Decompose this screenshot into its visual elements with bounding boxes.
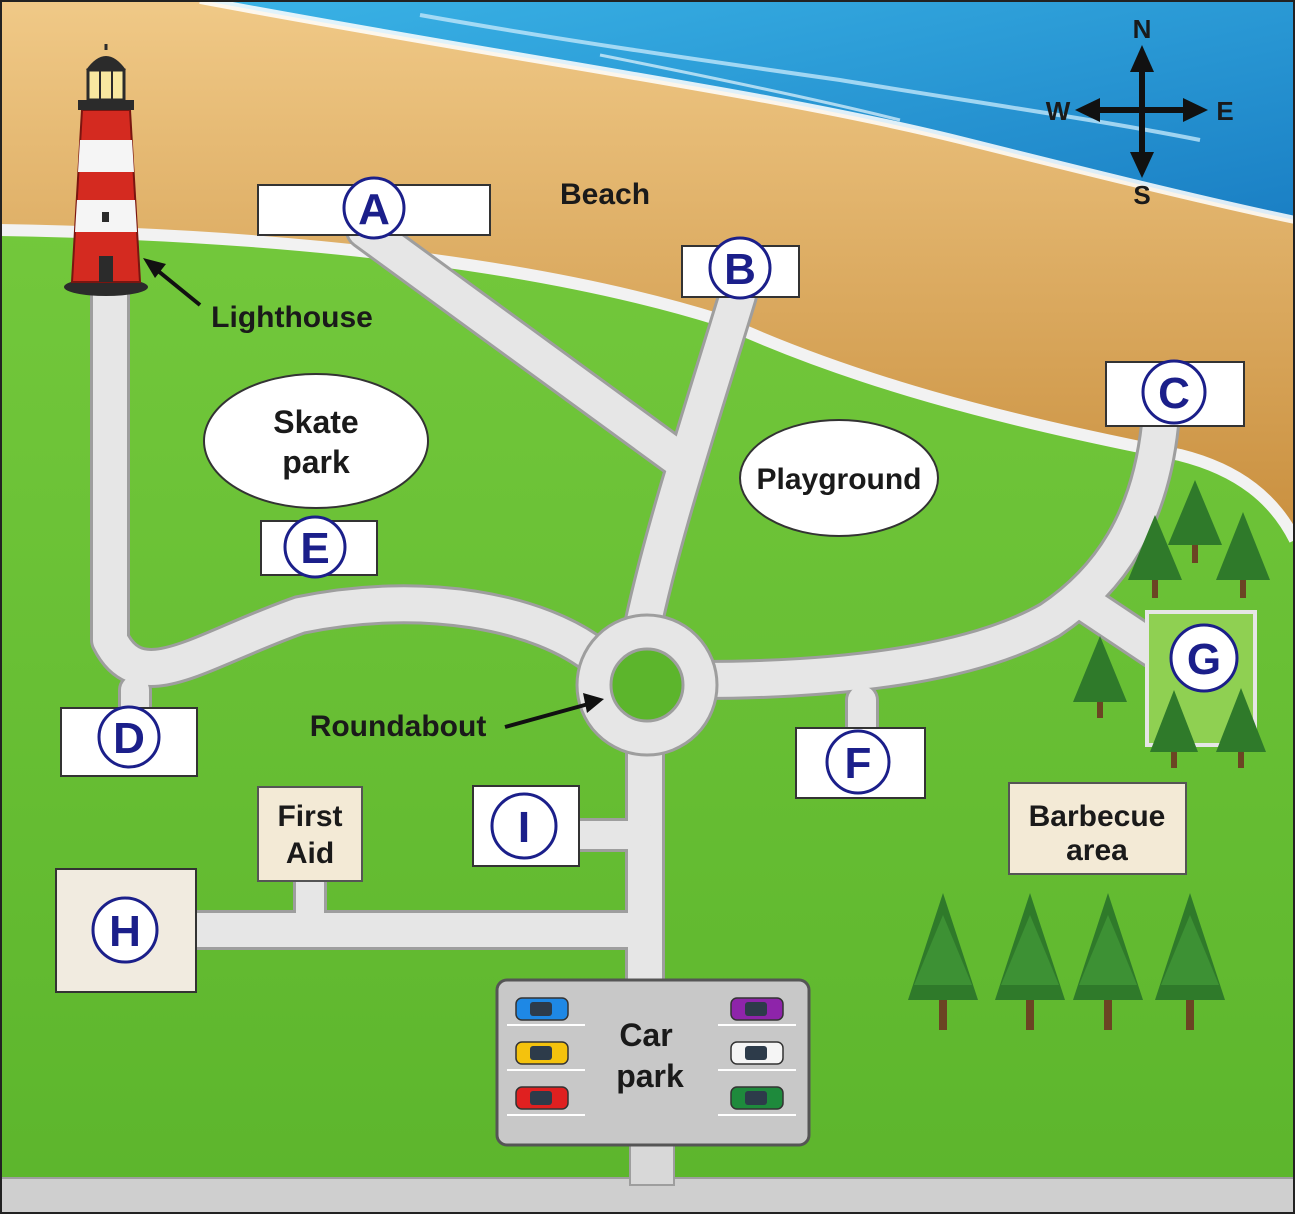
first-aid-label: First — [277, 800, 342, 833]
roundabout-island — [609, 647, 685, 723]
wave-line — [419, 13, 1201, 142]
skate-park-label: park — [282, 444, 350, 480]
first-aid-sign — [257, 786, 363, 882]
marker-e-circle — [283, 515, 347, 579]
parked-car-icon — [515, 1086, 569, 1110]
tree-icon — [995, 893, 1065, 1030]
barbecue-area-label: area — [1066, 834, 1128, 867]
tree-icon — [908, 893, 978, 1030]
parked-car-icon — [515, 1041, 569, 1065]
tree-icon — [1073, 636, 1127, 718]
sea-water — [200, 0, 1295, 220]
marker-h-letter: H — [109, 907, 141, 956]
lighthouse-icon — [64, 44, 148, 296]
barbecue-area-sign — [1008, 782, 1187, 875]
marker-i-letter: I — [518, 803, 530, 852]
marker-g-letter: G — [1187, 635, 1221, 684]
car-park-entrance — [629, 1139, 675, 1186]
marker-f-circle — [825, 729, 891, 795]
car-park-label: park — [616, 1058, 684, 1094]
shoreline-foam — [199, 0, 1295, 224]
marker-h-circle — [91, 896, 159, 964]
footpaths — [90, 210, 1180, 1005]
roundabout-arrow-head — [583, 693, 604, 713]
first-aid-label: Aid — [286, 837, 334, 870]
lighthouse-arrow-head — [143, 258, 166, 278]
roundabout-label: Roundabout — [310, 710, 487, 743]
parked-car-icon — [730, 997, 784, 1021]
playground-label: Playground — [756, 463, 921, 496]
marker-e-letter: E — [300, 524, 329, 573]
roundabout-arrow — [504, 701, 593, 729]
tree-icon — [1150, 690, 1198, 768]
marker-g-circle — [1169, 623, 1239, 693]
marker-b-circle — [708, 236, 772, 300]
beach-label: Beach — [560, 178, 650, 211]
parked-car-icon — [730, 1041, 784, 1065]
parked-car-icon — [515, 997, 569, 1021]
playground-area — [739, 419, 939, 537]
lighthouse-arrow — [150, 264, 202, 307]
compass-south: S — [1133, 180, 1150, 210]
parked-car-icon — [730, 1086, 784, 1110]
lighthouse-label: Lighthouse — [211, 301, 373, 334]
beach-edge — [0, 224, 1295, 543]
tree-icon — [1073, 893, 1143, 1030]
compass-east: E — [1216, 96, 1233, 126]
tree-icon — [1216, 512, 1270, 598]
barbecue-area-label: Barbecue — [1029, 800, 1166, 833]
marker-c-circle — [1141, 359, 1207, 425]
marker-c-letter: C — [1158, 369, 1190, 418]
tree-icon — [1216, 688, 1266, 768]
wave-line — [599, 53, 901, 122]
marker-b-letter: B — [724, 245, 756, 294]
compass-west: W — [1046, 96, 1071, 126]
marker-a-letter: A — [358, 185, 390, 234]
marker-a-circle — [342, 176, 406, 240]
skate-park-label: Skate — [273, 404, 358, 440]
compass-rose — [1075, 45, 1208, 178]
marker-d-letter: D — [113, 714, 145, 763]
tree-icon — [1128, 515, 1182, 598]
tree-icon — [1168, 480, 1222, 563]
tree-icon — [1155, 893, 1225, 1030]
car-park-label: Car — [619, 1017, 672, 1053]
skate-park-area — [203, 373, 429, 509]
compass-north: N — [1133, 14, 1152, 44]
marker-d-circle — [97, 705, 161, 769]
marker-f-letter: F — [845, 739, 872, 788]
marker-i-circle — [490, 792, 558, 860]
